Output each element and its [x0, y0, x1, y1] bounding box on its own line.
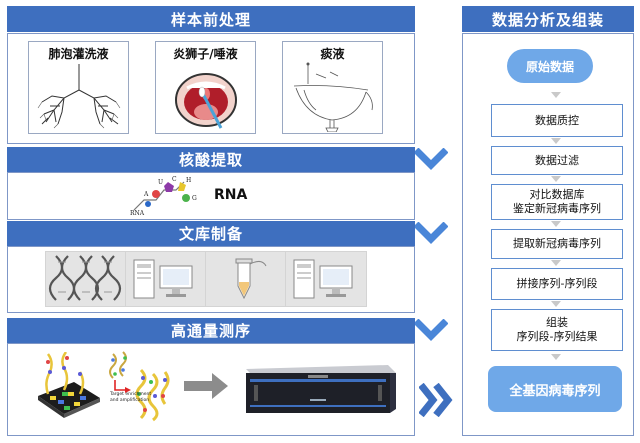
flowcell-icon — [38, 352, 100, 418]
step-assembly-line2: 序列段-序列结果 — [516, 330, 598, 343]
throat-swab-icon — [175, 73, 237, 129]
step-database-compare: 对比数据库 鉴定新冠病毒序列 — [491, 184, 623, 220]
section-header-sample-prep: 样本前处理 — [7, 6, 415, 32]
section-header-library-prep: 文库制备 — [7, 221, 415, 246]
arrow-down-icon — [551, 138, 561, 144]
rna-molecule-letter-h: H — [186, 177, 191, 184]
arrow-down-icon — [551, 354, 561, 360]
target-enrichment-caption-1: Target enrichment — [110, 392, 152, 397]
sample-card-sputum-label: 痰液 — [320, 47, 345, 61]
raw-data-node: 原始数据 — [507, 49, 593, 83]
double-chevron-right-icon — [419, 383, 453, 417]
lungs-icon — [37, 64, 121, 129]
sample-card-bal: 肺泡灌洗液 — [28, 41, 129, 134]
sample-card-throat-label: 炎狮子/唾液 — [173, 47, 238, 61]
step-database-compare-line2: 鉴定新冠病毒序列 — [513, 202, 601, 215]
arrow-down-icon — [551, 176, 561, 182]
lab-instrument-icon — [133, 259, 193, 299]
step-splice-sequence-line1: 拼接序列-序列段 — [516, 277, 598, 290]
rna-molecule-letter-u: U — [158, 179, 163, 186]
sputum-device-icon — [293, 62, 373, 132]
step-assembly: 组装 序列段-序列结果 — [491, 309, 623, 351]
library-card-tube — [205, 251, 287, 307]
arrow-down-icon — [551, 92, 561, 98]
rna-molecule-letter-a: A — [143, 191, 149, 198]
step-extract-sequence-line1: 提取新冠病毒序列 — [513, 237, 601, 250]
final-result-node: 全基因病毒序列 — [488, 366, 622, 412]
chevron-down-icon — [414, 148, 448, 170]
target-enrichment-caption-2: and amplification — [110, 398, 150, 403]
step-extract-sequence: 提取新冠病毒序列 — [491, 229, 623, 259]
step-database-compare-line1: 对比数据库 — [529, 188, 585, 201]
target-enrichment-icon — [109, 351, 170, 422]
chevron-down-icon — [414, 222, 448, 244]
rna-label: RNA — [214, 187, 248, 203]
arrow-down-icon — [551, 260, 561, 266]
library-card-dna — [45, 251, 127, 307]
sample-card-bal-label: 肺泡灌洗液 — [48, 47, 109, 61]
library-card-instrument-1 — [125, 251, 207, 307]
arrow-down-icon — [551, 301, 561, 307]
arrow-right-icon — [184, 373, 228, 399]
step-quality-control-line1: 数据质控 — [535, 113, 579, 127]
dna-helix-icon — [48, 255, 122, 301]
section-header-analysis: 数据分析及组装 — [462, 6, 634, 32]
step-data-filtering: 数据过滤 — [491, 146, 623, 175]
library-card-instrument-2 — [285, 251, 367, 307]
rna-molecule-letter-c: C — [172, 176, 177, 183]
sample-card-throat: 炎狮子/唾液 — [155, 41, 256, 134]
sequencer-icon — [246, 365, 396, 413]
rna-molecule-rna: RNA — [130, 210, 145, 217]
arrow-down-icon — [551, 221, 561, 227]
sample-card-sputum: 痰液 — [282, 41, 383, 134]
section-header-sequencing: 高通量测序 — [7, 318, 415, 343]
step-quality-control: 数据质控 — [491, 104, 623, 137]
section-header-extraction: 核酸提取 — [7, 147, 415, 172]
extraction-panel — [7, 172, 415, 220]
rna-molecule-icon: RNA A C H G U — [130, 176, 197, 217]
step-data-filtering-line1: 数据过滤 — [535, 153, 579, 167]
test-tube-icon — [235, 258, 267, 300]
rna-molecule-letter-g: G — [192, 195, 197, 202]
step-splice-sequence: 拼接序列-序列段 — [491, 268, 623, 300]
lab-instrument-icon — [293, 259, 353, 299]
step-assembly-line1: 组装 — [546, 316, 568, 329]
chevron-down-icon — [414, 319, 448, 341]
